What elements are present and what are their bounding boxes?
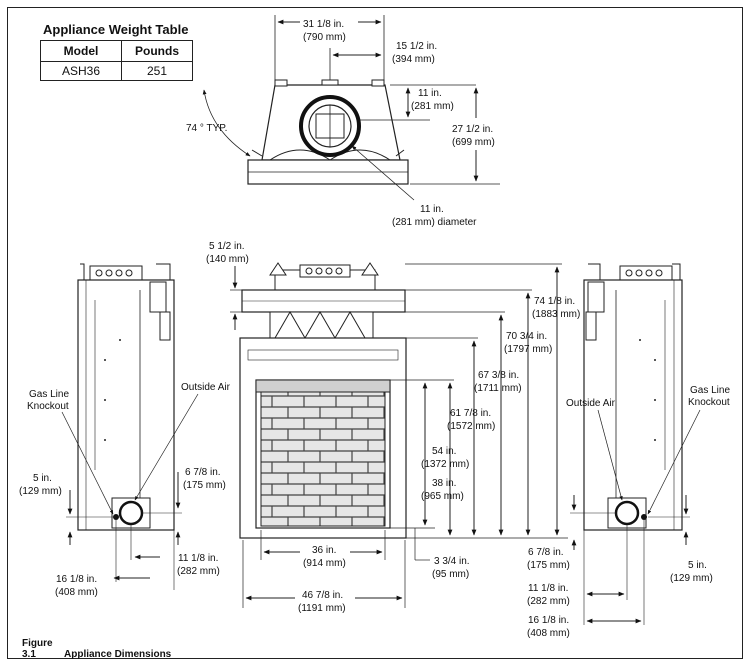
top-depth-in: 27 1/2 in. [452, 124, 493, 135]
h1-mm: (1883 mm) [532, 309, 580, 320]
h4-mm: (1572 mm) [447, 421, 495, 432]
figure-number: Figure 3.1 [22, 638, 53, 660]
right-outside-air-port [614, 500, 640, 526]
left-gas-offset-in: 16 1/8 in. [56, 574, 97, 585]
right-air-offset-mm: (282 mm) [527, 596, 570, 607]
left-gas-height-in: 5 in. [33, 473, 52, 484]
right-air-label: Outside Air [566, 398, 616, 409]
collar-depth-mm: (281 mm) [411, 101, 454, 112]
right-gas-offset-mm: (408 mm) [527, 628, 570, 639]
right-gas-label-2: Knockout [688, 397, 730, 408]
collar-depth-in: 11 in. [418, 88, 442, 99]
left-air-height-mm: (175 mm) [183, 480, 226, 491]
left-gas-height-mm: (129 mm) [19, 486, 62, 497]
h2-in: 70 3/4 in. [506, 331, 547, 342]
pounds-cell: 251 [121, 61, 193, 81]
model-cell: ASH36 [40, 61, 122, 81]
h1-in: 74 1/8 in. [534, 296, 575, 307]
right-side-body [583, 279, 683, 531]
top-gap-mm: (140 mm) [206, 254, 249, 265]
table-row: ASH36 251 [40, 61, 193, 81]
top-view-tab-center [321, 79, 339, 86]
hearth-mm: (95 mm) [432, 569, 469, 580]
h3-mm: (1711 mm) [474, 383, 522, 394]
h5-mm: (1372 mm) [421, 459, 469, 470]
left-air-height-in: 6 7/8 in. [185, 467, 221, 478]
h4-in: 61 7/8 in. [450, 408, 491, 419]
left-side-view: Gas Line Knockout Outside Air 5 in. (129… [19, 263, 231, 598]
right-air-height-in: 6 7/8 in. [528, 547, 564, 558]
top-offset-in: 15 1/2 in. [396, 41, 437, 52]
diameter-in: 11 in. [420, 204, 444, 215]
h6-mm: (965 mm) [421, 491, 464, 502]
h6-in: 38 in. [432, 478, 456, 489]
top-width-in: 31 1/8 in. [303, 19, 344, 30]
firebox-brick [260, 391, 386, 527]
right-air-offset-in: 11 1/8 in. [528, 583, 568, 594]
left-outside-air-port [118, 500, 144, 526]
left-air-offset-mm: (282 mm) [177, 566, 220, 577]
overall-mm: (1191 mm) [298, 603, 346, 614]
top-offset-mm: (394 mm) [392, 54, 435, 65]
figure-title: Appliance Dimensions [64, 649, 172, 660]
top-view: 31 1/8 in. (790 mm) 15 1/2 in. (394 mm) … [186, 15, 500, 228]
right-gas-height-in: 5 in. [688, 560, 707, 571]
left-gas-label-2: Knockout [27, 401, 69, 412]
left-side-body [77, 279, 175, 531]
hearth-in: 3 3/4 in. [434, 556, 470, 567]
right-side-view: Outside Air Gas Line Knockout 6 7/8 in. … [527, 263, 730, 639]
right-air-height-mm: (175 mm) [527, 560, 570, 571]
h5-in: 54 in. [432, 446, 456, 457]
overall-in: 46 7/8 in. [302, 590, 343, 601]
left-gas-offset-mm: (408 mm) [55, 587, 98, 598]
top-view-tab-right [371, 79, 385, 87]
opening-in: 36 in. [312, 545, 336, 556]
weight-table: Model Pounds ASH36 251 [40, 40, 193, 81]
top-view-tab-left [274, 79, 288, 87]
top-width-mm: (790 mm) [303, 32, 346, 43]
opening-mm: (914 mm) [303, 558, 346, 569]
h2-mm: (1797 mm) [504, 344, 552, 355]
angle-label: 74 ° TYP. [186, 123, 227, 134]
left-air-label: Outside Air [181, 382, 231, 393]
top-depth-mm: (699 mm) [452, 137, 495, 148]
front-view: 74 1/8 in. (1883 mm) 70 3/4 in. (1797 mm… [206, 241, 580, 614]
diameter-mm: (281 mm) diameter [392, 217, 477, 228]
left-gas-label-1: Gas Line [29, 389, 69, 400]
right-gas-offset-in: 16 1/8 in. [528, 615, 569, 626]
top-gap-in: 5 1/2 in. [209, 241, 245, 252]
right-gas-knockout [641, 514, 647, 520]
figure-frame [7, 7, 743, 659]
h3-in: 67 3/8 in. [478, 370, 519, 381]
weight-table-title: Appliance Weight Table [43, 22, 189, 37]
left-air-offset-in: 11 1/8 in. [178, 553, 218, 564]
right-gas-label-1: Gas Line [690, 385, 730, 396]
right-gas-height-mm: (129 mm) [670, 573, 713, 584]
weight-table-header-row: Model Pounds [40, 40, 193, 62]
